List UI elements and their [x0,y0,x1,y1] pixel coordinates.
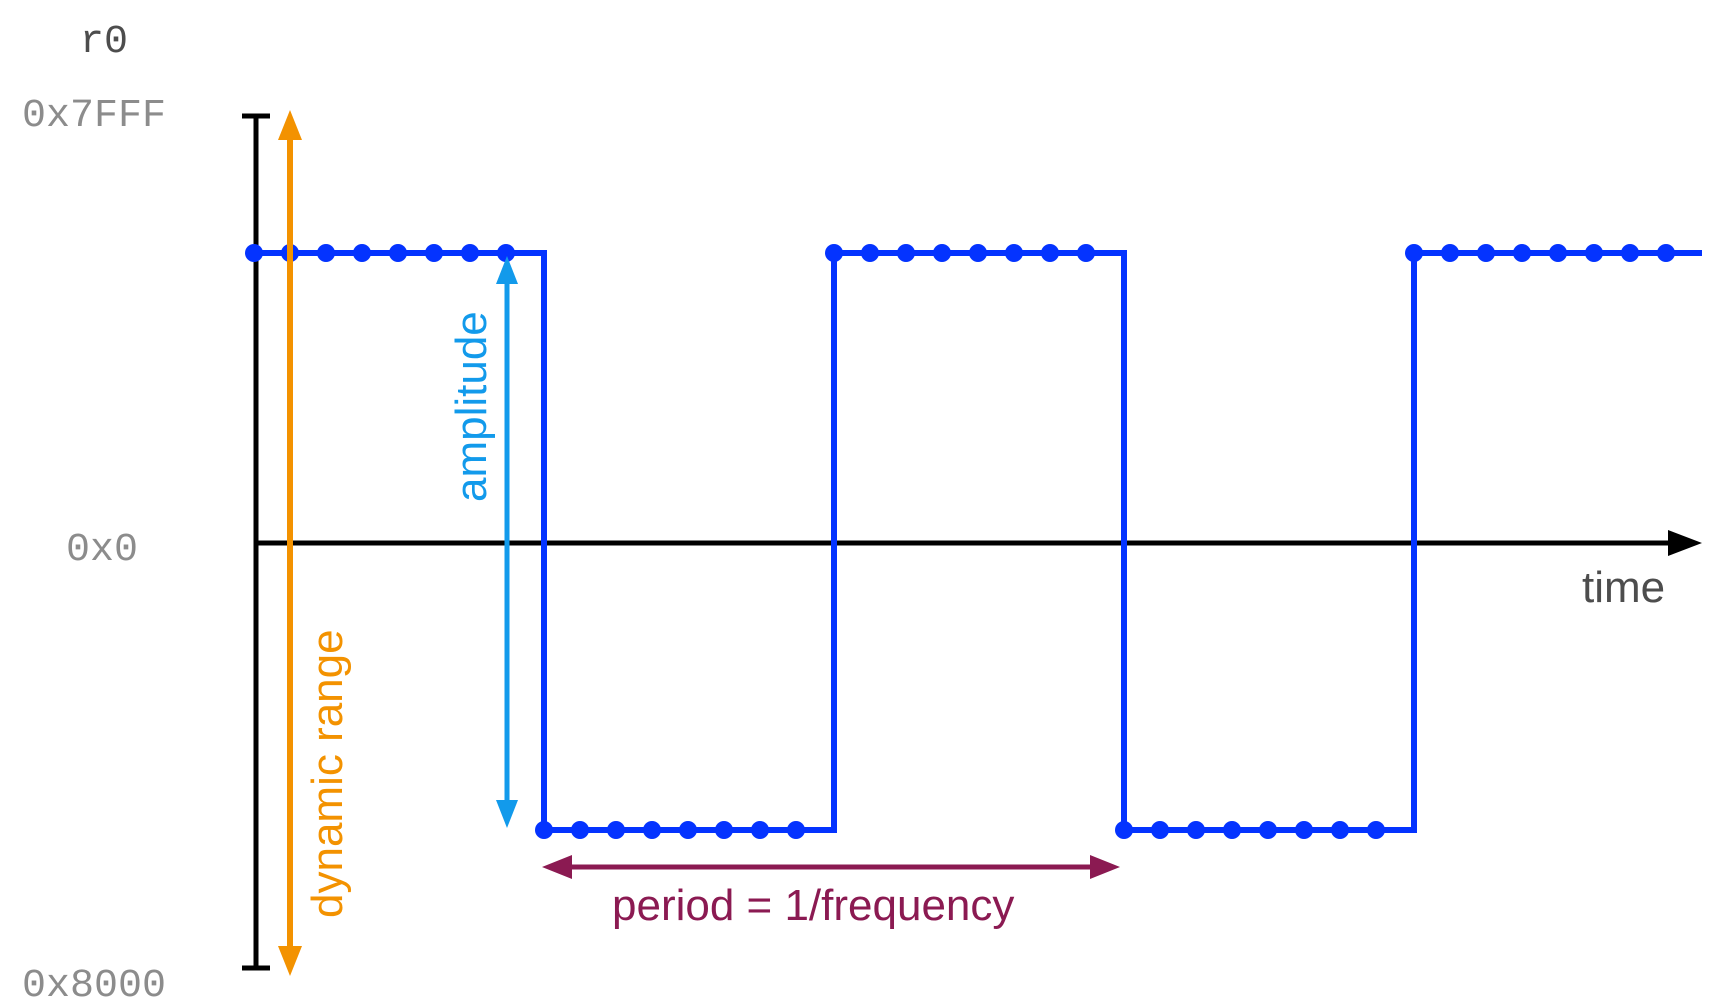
x-axis-label: time [1582,563,1665,612]
sample-point [1549,244,1567,262]
sample-point [1077,244,1095,262]
sample-point [571,821,589,839]
sample-point [897,244,915,262]
sample-point [535,821,553,839]
dynamic-range-label: dynamic range [303,629,352,918]
sample-point [1223,821,1241,839]
sample-point [861,244,879,262]
sample-point [787,821,805,839]
sample-point [461,244,479,262]
register-label: r0 [80,20,128,65]
amplitude-label: amplitude [447,311,496,502]
sample-point [1441,244,1459,262]
sample-point [679,821,697,839]
sample-point [1295,821,1313,839]
sample-point [317,244,335,262]
y-tick-zero: 0x0 [66,528,138,573]
sample-point [1331,821,1349,839]
sample-point [643,821,661,839]
sample-point [1259,821,1277,839]
sample-point [969,244,987,262]
sample-point [751,821,769,839]
period-label: period = 1/frequency [612,881,1014,930]
sample-point [1367,821,1385,839]
sample-point [1005,244,1023,262]
sample-point [825,244,843,262]
sample-point [497,244,515,262]
x-axis-arrowhead [1668,530,1702,556]
y-tick-max: 0x7FFF [22,94,166,139]
sample-point [607,821,625,839]
sample-point [1513,244,1531,262]
sample-point [933,244,951,262]
sample-point [1187,821,1205,839]
sample-point [389,244,407,262]
sample-point [715,821,733,839]
sample-point [1585,244,1603,262]
amplitude-arrow [496,256,518,828]
sample-point [1041,244,1059,262]
sample-point [425,244,443,262]
square-wave [245,244,1702,839]
y-tick-min: 0x8000 [22,964,166,1008]
sample-point [1151,821,1169,839]
sample-point [1405,244,1423,262]
sample-point [1115,821,1133,839]
period-arrow [542,855,1120,879]
sample-point [245,244,263,262]
sample-point [353,244,371,262]
sample-point [1621,244,1639,262]
sample-point [1657,244,1675,262]
dynamic-range-arrow [278,110,302,976]
sample-point [1477,244,1495,262]
